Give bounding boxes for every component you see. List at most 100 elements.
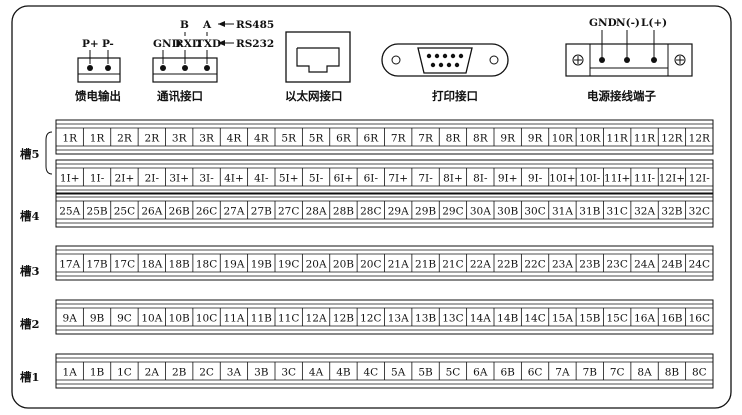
terminal-label: 8B [665,367,680,379]
terminal-label: 13A [388,313,409,325]
rs485-pin-label: A [202,19,212,31]
terminal-label: 31A [552,206,573,218]
slot-label: 槽3 [20,264,40,278]
terminal-label: 14B [497,313,518,325]
terminal-label: 20B [333,259,354,271]
terminal-label: 4I- [254,173,269,185]
terminal-label: 6R [364,133,380,145]
terminal-label: 10R [552,133,574,145]
terminal-label: 8C [692,367,707,379]
terminal-label: 13C [442,313,463,325]
terminal-label: 8I- [473,173,488,185]
terminal-label: 28B [333,206,354,218]
terminal-label: 22A [470,259,491,271]
terminal-label: 29C [442,206,463,218]
terminal-label: 10I- [579,173,601,185]
terminal-label: 17B [87,259,108,271]
rs232-pin-label: RXD [175,38,201,50]
terminal-label: 4C [363,367,378,379]
terminal-label: 1B [90,367,105,379]
terminal-label: 8R [446,133,462,145]
rs232-pin-label: GND [153,38,181,50]
terminal-label: 9R [500,133,516,145]
terminal-label: 10C [196,313,217,325]
terminal-screw-icon [204,65,210,71]
terminal-label: 6A [473,367,488,379]
terminal-label: 10A [141,313,162,325]
terminal-label: 32A [634,206,655,218]
terminal-label: 11I+ [604,173,630,185]
power-feed-pin-label: P+ [82,38,99,50]
terminal-label: 1R [62,133,78,145]
terminal-label: 7I+ [388,173,408,185]
terminal-label: 25B [87,206,108,218]
terminal-label: 20C [360,259,381,271]
terminal-label: 5R [309,133,325,145]
rs485-label: RS485 [236,19,274,31]
terminal-label: 32B [661,206,682,218]
terminal-label: 16A [634,313,655,325]
terminal-label: 2C [199,367,214,379]
slot-label: 槽5 [20,147,40,161]
terminal-label: 13B [415,313,436,325]
terminal-label: 1C [117,367,132,379]
terminal-label: 26B [169,206,190,218]
terminal-label: 23C [606,259,627,271]
terminal-label: 8A [637,367,652,379]
terminal-screw-icon [182,65,188,71]
terminal-label: 1A [63,367,78,379]
terminal-label: 12I- [689,173,711,185]
power-feed-terminal-block [77,57,121,83]
terminal-label: 21A [388,259,409,271]
terminal-label: 11B [251,313,272,325]
terminal-label: 2R [145,133,161,145]
terminal-label: 6B [500,367,515,379]
terminal-label: 4A [309,367,324,379]
terminal-label: 7B [583,367,598,379]
terminal-label: 15C [606,313,627,325]
terminal-label: 16B [661,313,682,325]
terminal-label: 2I+ [115,173,135,185]
terminal-label: 12A [306,313,327,325]
terminal-label: 21C [442,259,463,271]
terminal-label: 9R [528,133,544,145]
mount-screw-icon [572,54,584,66]
terminal-label: 5R [281,133,297,145]
db9-port-icon [381,43,509,77]
terminal-label: 29A [388,206,409,218]
terminal-label: 6C [528,367,543,379]
terminal-label: 1R [90,133,106,145]
terminal-label: 9C [117,313,132,325]
terminal-label: 32C [689,206,710,218]
mount-screw-icon [674,54,686,66]
arrow-left-icon [218,21,225,27]
slot5-bracket [45,131,53,175]
terminal-screw-icon [160,65,166,71]
terminal-label: 10B [169,313,190,325]
terminal-label: 12I+ [659,173,685,185]
terminal-label: 7R [391,133,407,145]
terminal-label: 9B [90,313,105,325]
terminal-label: 27B [251,206,272,218]
terminal-screw-icon [105,65,111,71]
terminal-label: 4B [336,367,351,379]
terminal-label: 24B [661,259,682,271]
power-feed-pin-label: P- [102,38,114,50]
arrow-left-icon [218,40,225,46]
terminal-label: 2I- [145,173,160,185]
terminal-label: 11I- [634,173,656,185]
terminal-label: 12R [689,133,711,145]
terminal-label: 14C [524,313,545,325]
terminal-label: 8I+ [443,173,463,185]
terminal-strip: 1I+1I-2I+2I-3I+3I-4I+4I-5I+5I-6I+6I-7I+7… [55,159,714,195]
terminal-label: 23B [579,259,600,271]
printer-label: 打印接口 [432,89,478,103]
terminal-screw-icon [624,57,630,63]
terminal-label: 22B [497,259,518,271]
terminal-label: 12C [360,313,381,325]
